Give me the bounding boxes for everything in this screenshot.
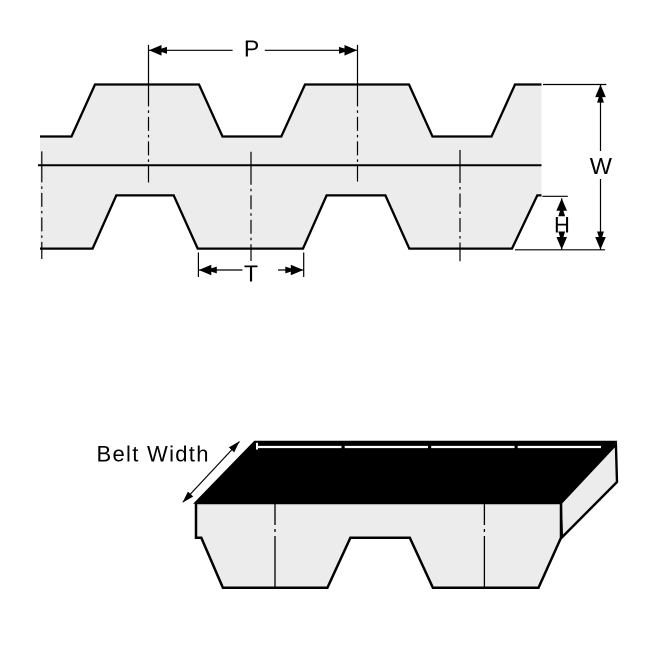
svg-text:Belt Width: Belt Width — [97, 441, 210, 466]
svg-text:T: T — [244, 261, 258, 287]
svg-text:W: W — [590, 153, 613, 179]
svg-text:P: P — [244, 36, 259, 62]
svg-text:H: H — [554, 212, 570, 237]
